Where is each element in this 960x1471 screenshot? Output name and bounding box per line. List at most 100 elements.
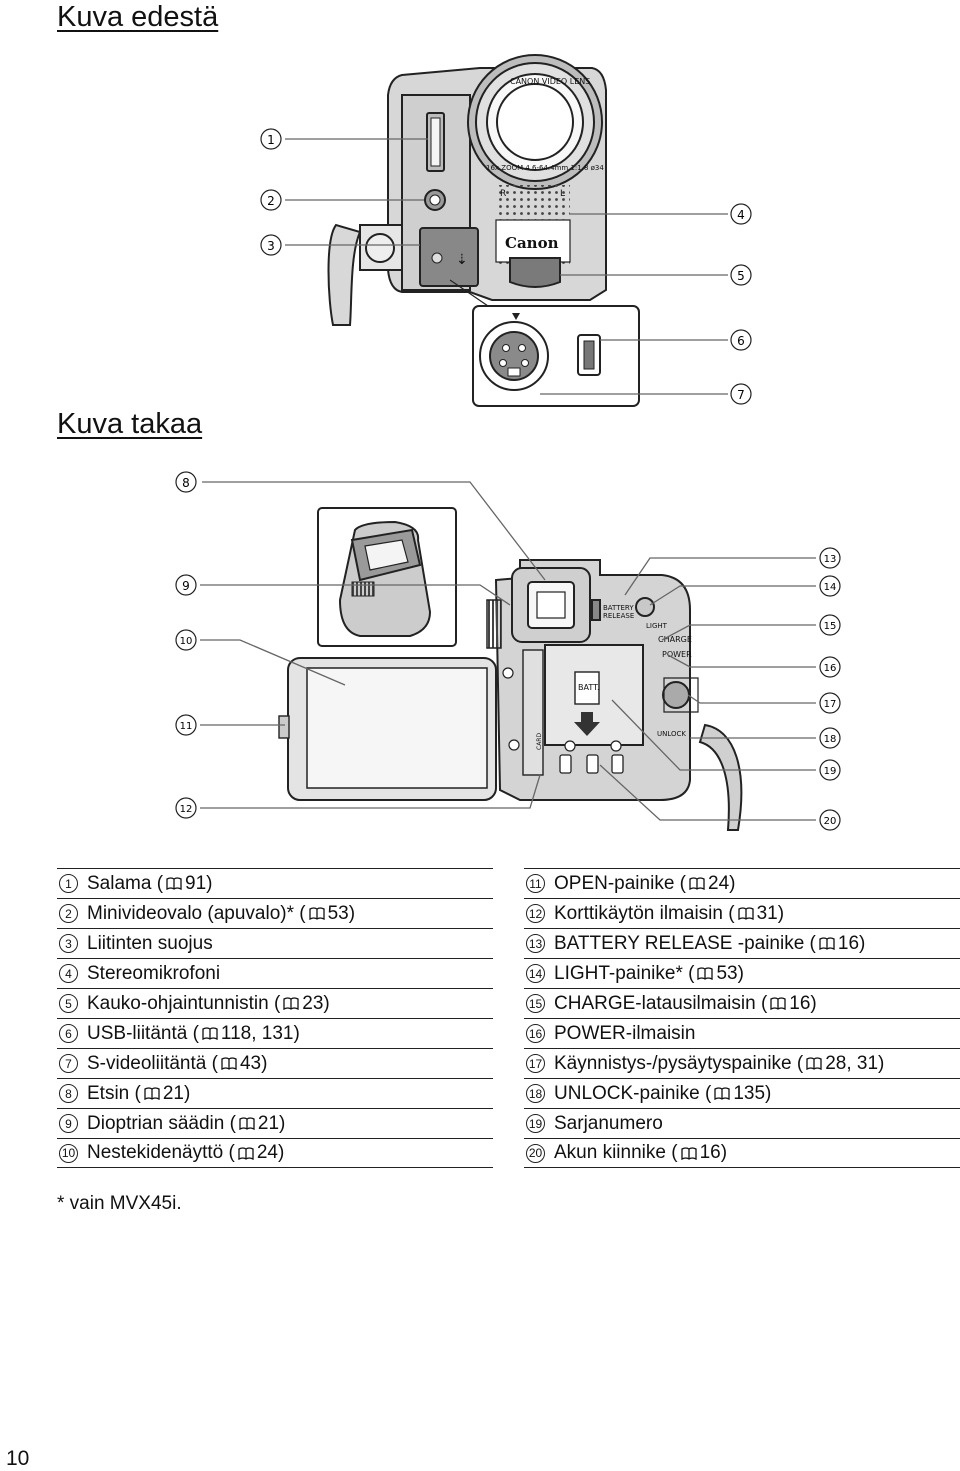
book-icon (680, 1146, 697, 1160)
legend-item-17: 17 Käynnistys-/pysäytyspainike ( 28, 31) (524, 1048, 960, 1078)
legend-number-badge: 14 (526, 964, 545, 983)
legend-text: UNLOCK-painike ( (554, 1082, 712, 1104)
book-icon (144, 1087, 160, 1100)
book-icon (737, 907, 754, 920)
front-camera-drawing (327, 54, 640, 407)
callout-6: 6 (730, 329, 752, 351)
light-label: LIGHT (646, 622, 668, 630)
legend-text: POWER-ilmaisin (554, 1022, 696, 1044)
book-icon (689, 877, 705, 890)
legend-text: Stereomikrofoni (87, 962, 221, 984)
callout-14: 14 (819, 575, 841, 597)
book-icon (806, 1057, 822, 1070)
callout-1: 1 (260, 128, 282, 150)
callout-15: 15 (819, 614, 841, 636)
svg-text:7: 7 (737, 388, 745, 402)
lens-ring-label: CANON VIDEO LENS (510, 77, 590, 86)
mic-right-mark: L (560, 189, 565, 199)
legend-text: Nestekidenäyttö ( (87, 1142, 235, 1163)
legend-number-badge: 13 (526, 934, 545, 953)
legend-page-ref: 53) (327, 902, 356, 924)
callout-17: 17 (819, 692, 841, 714)
svg-text:16: 16 (824, 663, 837, 674)
svg-text:18: 18 (824, 734, 837, 745)
book-icon (283, 997, 299, 1010)
heading-rear-view: Kuva takaa (57, 408, 203, 440)
callout-8: 8 (175, 471, 197, 493)
legend-page-ref: 28, 31) (825, 1052, 885, 1074)
callout-5: 5 (730, 264, 752, 286)
svg-text:11: 11 (180, 721, 193, 732)
svg-text:9: 9 (182, 579, 190, 593)
legend-page-ref: 16) (789, 992, 817, 1014)
page-number: 10 (6, 1447, 30, 1470)
callout-4: 4 (730, 203, 752, 225)
legend-text: Dioptrian säädin ( (87, 1112, 236, 1134)
book-icon (770, 997, 786, 1010)
legend-page-ref: 16) (699, 1142, 728, 1163)
svg-text:2: 2 (267, 194, 275, 208)
legend-number-badge: 1 (59, 874, 78, 893)
legend-number-badge: 5 (59, 994, 78, 1013)
legend-text: LIGHT-painike* ( (554, 962, 695, 984)
legend-number-badge: 18 (526, 1084, 545, 1103)
legend-text: Korttikäytön ilmaisin ( (554, 902, 735, 924)
front-callouts: 1 2 3 4 5 6 7 (260, 128, 752, 405)
legend-number-badge: 17 (526, 1054, 545, 1073)
legend-text: Liitinten suojus (87, 932, 213, 954)
book-icon (166, 877, 182, 890)
unlock-label: UNLOCK (657, 730, 686, 738)
legend-text: BATTERY RELEASE -painike ( (554, 932, 816, 954)
svg-text:4: 4 (737, 208, 745, 222)
book-icon (308, 907, 325, 920)
heading-front-view: Kuva edestä (57, 1, 219, 33)
legend-page-ref: 118, 131) (220, 1022, 300, 1044)
legend-page-ref: 16) (837, 932, 866, 954)
legend-page-ref: 21) (162, 1082, 191, 1104)
svg-text:13: 13 (824, 554, 837, 565)
svg-text:3: 3 (267, 239, 275, 253)
callout-13: 13 (819, 547, 841, 569)
legend-number-badge: 4 (59, 964, 78, 983)
legend-text: Salama ( (87, 872, 164, 894)
legend-number-badge: 2 (59, 904, 78, 923)
book-icon (238, 1146, 254, 1160)
callout-16: 16 (819, 656, 841, 678)
legend-page-ref: 31) (756, 902, 785, 924)
svg-text:6: 6 (737, 334, 745, 348)
book-icon (819, 937, 835, 950)
svg-text:1: 1 (267, 133, 275, 147)
legend-text: S-videoliitäntä ( (87, 1052, 218, 1074)
legend-number-badge: 7 (59, 1054, 78, 1073)
front-leader-lines (285, 138, 728, 395)
legend-item-4: 4 Stereomikrofoni (57, 958, 493, 988)
legend-number-badge: 10 (59, 1143, 78, 1163)
battery-release-label-1: BATTERY (603, 604, 634, 612)
legend-number-badge: 20 (526, 1143, 545, 1163)
rear-camera-drawing (278, 507, 743, 831)
svg-text:17: 17 (824, 699, 837, 710)
legend-number-badge: 3 (59, 934, 78, 953)
card-label: CARD (536, 733, 543, 750)
rear-leader-lines (200, 481, 816, 821)
rear-callouts: 8 9 10 11 12 13 14 15 16 17 18 19 20 (175, 471, 841, 831)
callout-12: 12 (175, 797, 197, 819)
legend-number-badge: 15 (526, 994, 545, 1013)
svg-text:8: 8 (182, 476, 190, 490)
legend-text: Akun kiinnike ( (554, 1142, 678, 1163)
legend-page-ref: 23) (302, 992, 330, 1014)
legend-text: Käynnistys-/pysäytyspainike ( (554, 1052, 804, 1074)
